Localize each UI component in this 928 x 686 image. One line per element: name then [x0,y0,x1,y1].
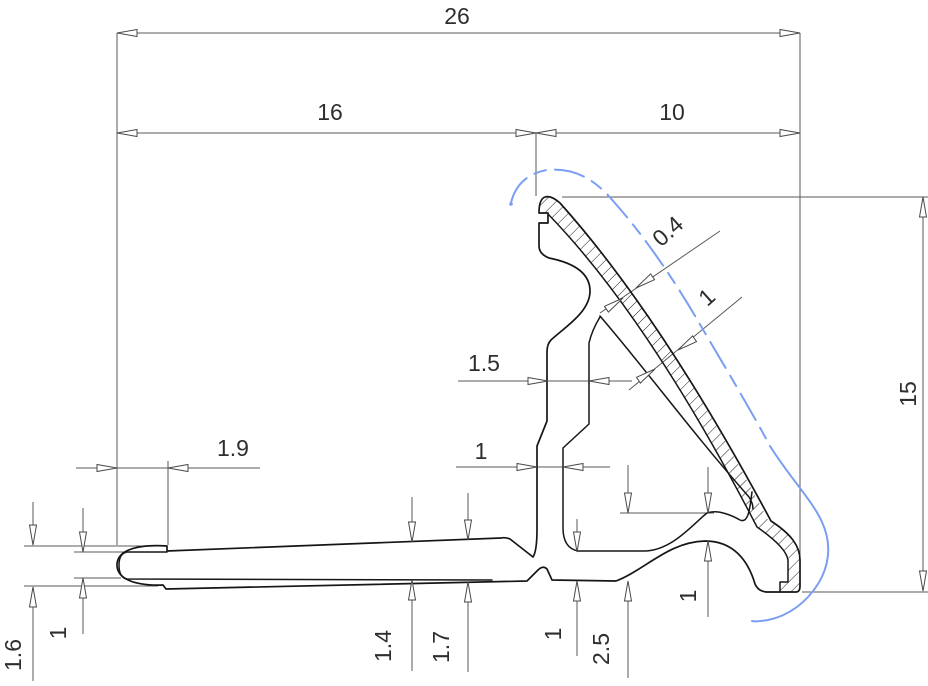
arrow [919,196,927,218]
dim-label-web: 1 [540,628,566,641]
dim-label-stem-lower: 1 [475,438,488,464]
dim-label-span-left: 16 [317,99,343,125]
arrow [562,463,584,471]
arrow [675,335,698,354]
dim-label-height-right: 15 [895,381,921,407]
arrow [573,580,581,602]
arrow [779,129,801,137]
arrow [29,586,37,608]
arrow [633,273,656,292]
arrow [96,464,118,472]
arrow [515,129,537,137]
dim-label-wall-thickness: 1 [693,283,720,311]
arrow [573,531,581,553]
wall-inner-line [547,213,789,593]
arrow [516,463,538,471]
arrow [116,129,138,137]
arrow [167,464,189,472]
arrow [535,129,557,137]
reference-curve-blue [509,168,830,623]
wall-cavity-line [599,315,754,510]
dim-label-span-right: 10 [659,99,685,125]
dim-label-leg-a: 1.4 [370,630,396,662]
dim-label-clip-setback: 1.9 [217,435,249,461]
dim-label-leg-b: 1.7 [428,631,454,663]
arrow [919,570,927,592]
reference-curve-dashed [510,168,771,447]
dimension-labels: 26 16 10 15 1.9 1.5 1 0.4 1 1.6 1 1.4 1.… [0,3,921,671]
arrow [79,577,87,599]
dim-label-base: 2.5 [588,633,614,665]
dim-label-skin-thickness: 0.4 [647,211,688,252]
arrow [29,524,37,546]
arrow [779,29,801,37]
arrow [704,492,712,514]
arrow [527,377,549,385]
arrow [408,521,416,543]
profile-outline [116,195,801,593]
reference-curve-solid [751,445,830,623]
profile-geometry [116,195,801,593]
dim-label-clip-slot: 1 [45,627,71,640]
stem-and-web-line [562,316,753,552]
arrow [464,581,472,603]
arrow [116,29,138,37]
arrow [704,540,712,562]
arrow [588,377,610,385]
dim-label-stem-upper: 1.5 [468,350,500,376]
arrow [624,580,632,602]
arrow [79,531,87,553]
arrow [464,519,472,541]
dim-label-arch: 1 [675,590,701,603]
arrow [624,492,632,514]
arrowheads [29,29,927,608]
clip-slot-line [118,551,493,581]
dim-label-overall-width: 26 [444,3,470,29]
dim-label-clip-outer: 1.6 [0,639,26,671]
